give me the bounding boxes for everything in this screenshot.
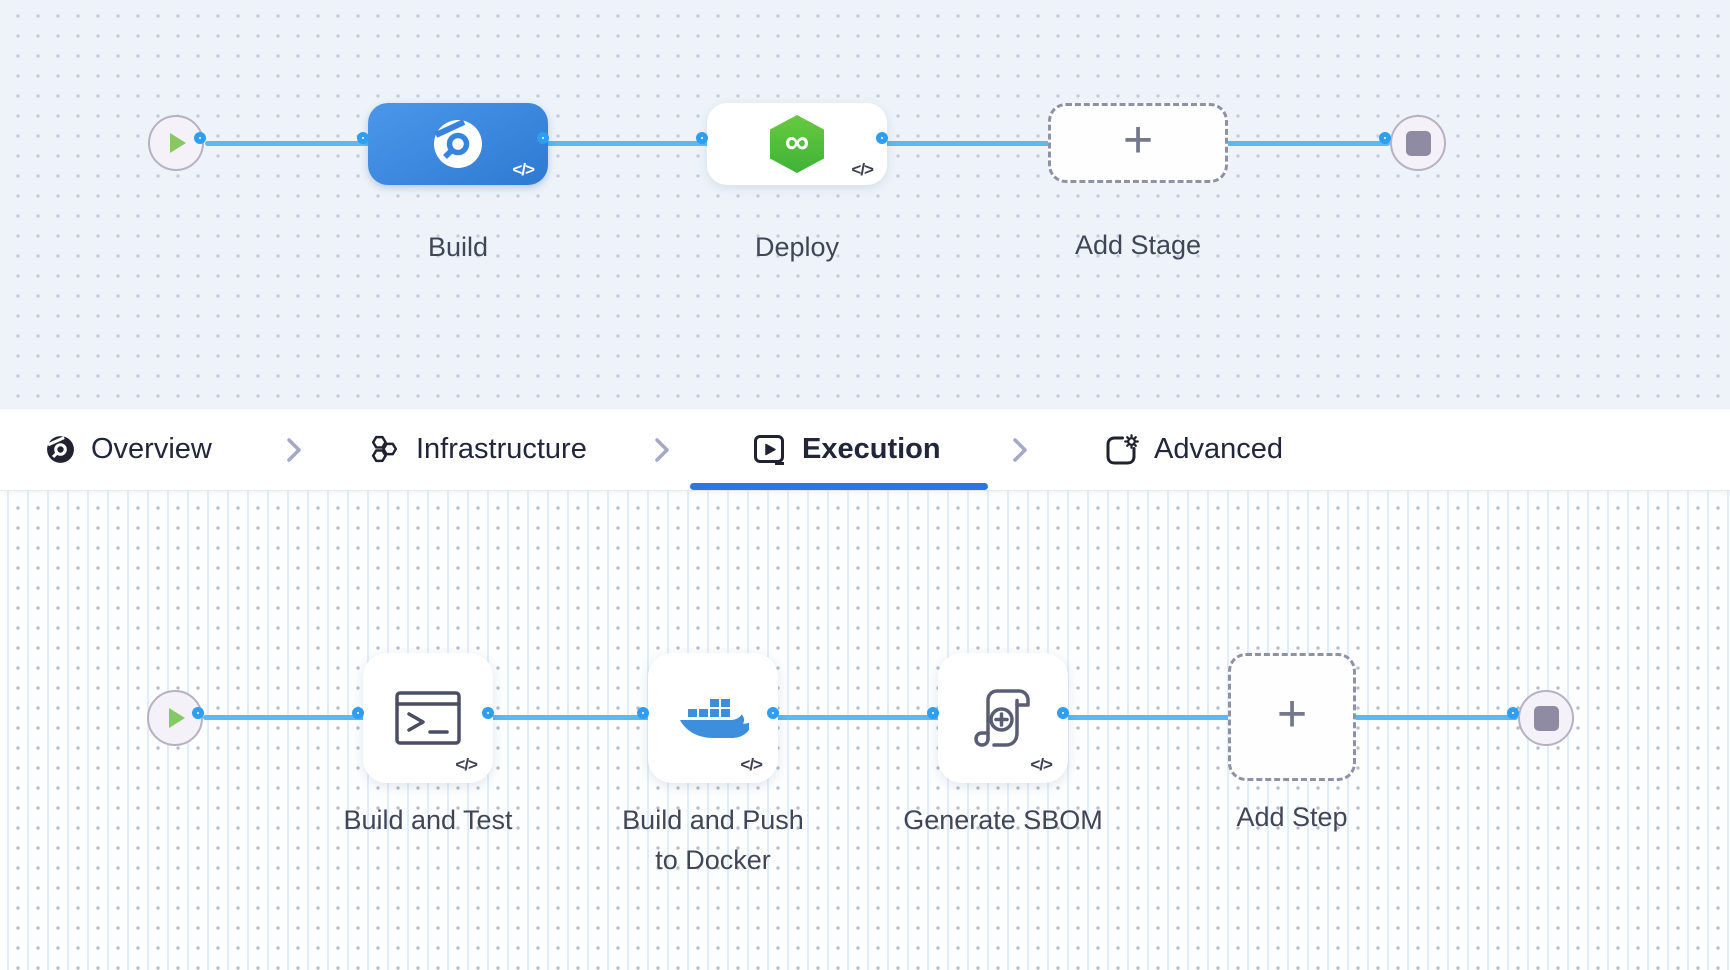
play-icon — [169, 708, 185, 728]
step-label-generate-sbom: Generate SBOM — [903, 805, 1103, 835]
connector-dot[interactable] — [1057, 707, 1069, 719]
stage-label-deploy: Deploy — [754, 232, 840, 262]
connector-dot[interactable] — [192, 707, 204, 719]
chevron-right-icon — [655, 438, 669, 462]
plus-icon: + — [1122, 111, 1154, 169]
tab-overview[interactable]: Overview — [45, 409, 212, 490]
connector-dot[interactable] — [194, 132, 206, 144]
tab-execution[interactable]: Execution — [753, 409, 941, 490]
connector-dot[interactable] — [767, 707, 779, 719]
cd-deploy-icon: ∞ — [770, 115, 824, 173]
step-node-generate-sbom[interactable]: </> — [938, 653, 1068, 783]
step-flow-line — [203, 715, 1518, 720]
ci-build-icon — [434, 119, 482, 168]
step-flow-canvas[interactable]: </> </> </> — [0, 490, 1730, 970]
execution-end-node — [1518, 690, 1574, 746]
pipeline-start-node — [148, 115, 204, 171]
connector-dot[interactable] — [1379, 132, 1391, 144]
tab-advanced-label: Advanced — [1154, 433, 1283, 465]
overview-icon — [47, 436, 74, 463]
terminal-icon — [395, 691, 461, 745]
stop-icon — [1533, 705, 1559, 731]
step-label-build-and-push-docker: Build and Push to Docker — [622, 805, 804, 875]
connector-dot[interactable] — [482, 707, 494, 719]
add-stage-button[interactable]: + — [1048, 103, 1228, 183]
stage-node-deploy[interactable]: ∞ </> — [707, 103, 887, 185]
connector-dot[interactable] — [696, 132, 708, 144]
advanced-icon — [1106, 433, 1139, 464]
connector-dot[interactable] — [876, 132, 888, 144]
tab-infrastructure-label: Infrastructure — [416, 433, 587, 465]
tab-overview-label: Overview — [91, 433, 212, 465]
add-stage-label: Add Stage — [1074, 230, 1202, 260]
connector-dot[interactable] — [1507, 707, 1519, 719]
connector-dot[interactable] — [537, 132, 549, 144]
stop-icon — [1405, 130, 1431, 156]
tab-infrastructure[interactable]: Infrastructure — [368, 409, 587, 490]
tab-execution-label: Execution — [802, 433, 941, 465]
chevron-right-icon — [287, 438, 301, 462]
add-step-label: Add Step — [1236, 802, 1348, 832]
active-tab-underline — [690, 483, 988, 490]
stage-label-build: Build — [427, 232, 489, 262]
tab-advanced[interactable]: Advanced — [1105, 409, 1283, 490]
pipeline-end-node — [1390, 115, 1446, 171]
connector-dot[interactable] — [637, 707, 649, 719]
connector-dot[interactable] — [352, 707, 364, 719]
stage-config-tab-bar: Overview Infrastructure Execution — [0, 409, 1730, 490]
connector-dot[interactable] — [927, 707, 939, 719]
step-node-build-and-push-docker[interactable]: </> — [648, 653, 778, 783]
connector-dot[interactable] — [357, 132, 369, 144]
code-badge: </> — [512, 160, 535, 179]
code-badge: </> — [455, 755, 478, 774]
code-badge: </> — [851, 160, 874, 179]
docker-icon — [680, 699, 749, 738]
infrastructure-icon — [371, 435, 398, 463]
sbom-scroll-icon — [974, 689, 1030, 747]
infinity-glyph: ∞ — [784, 123, 810, 161]
step-label-build-and-test: Build and Test — [343, 805, 513, 835]
execution-icon — [754, 434, 784, 465]
add-step-button[interactable]: + — [1228, 653, 1356, 781]
plus-icon: + — [1276, 685, 1308, 743]
chevron-right-icon — [1013, 438, 1027, 462]
play-icon — [170, 133, 186, 153]
code-badge: </> — [740, 755, 763, 774]
code-badge: </> — [1030, 755, 1053, 774]
step-node-build-and-test[interactable]: </> — [363, 653, 493, 783]
stage-node-build[interactable]: </> — [368, 103, 548, 185]
stage-flow-canvas[interactable]: </> ∞ </> + Build Deploy Add Stage — [0, 0, 1730, 409]
execution-start-node — [147, 690, 203, 746]
